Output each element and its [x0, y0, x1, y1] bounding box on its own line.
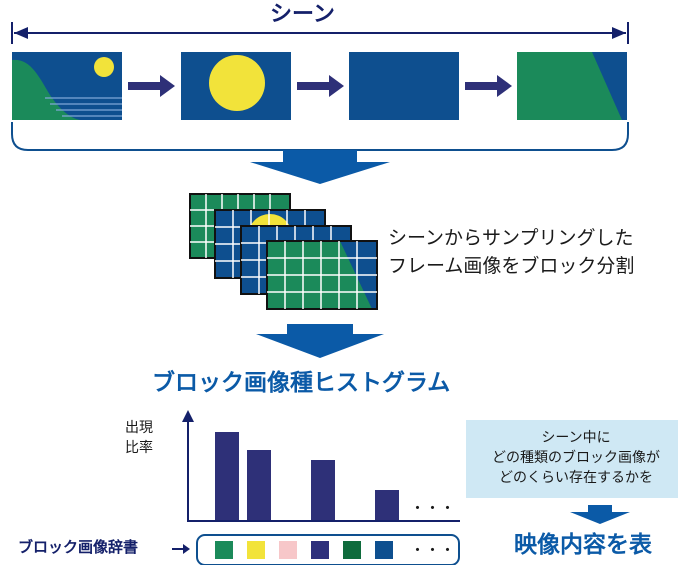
histogram-ellipsis: ・・・ [410, 499, 455, 517]
frame-3-thumbnail [349, 52, 459, 120]
sequence-arrow-3 [465, 75, 512, 97]
ylabel-line-2: 比率 [125, 440, 153, 456]
dictionary-swatches [215, 541, 393, 559]
sequence-arrow-1 [128, 75, 175, 97]
result-arrow [570, 505, 630, 524]
caption-line-2: フレーム画像をブロック分割 [388, 255, 635, 277]
scene-label: シーン [270, 2, 335, 27]
histogram-title: ブロック画像種ヒストグラム [152, 370, 451, 396]
info-box: シーン中に どの種類のブロック画像が どのくらい存在するかを [466, 420, 678, 498]
down-arrow-1 [250, 150, 390, 184]
histogram-bar-2 [247, 450, 271, 520]
info-line-2: どの種類のブロック画像が [492, 450, 660, 466]
scene-bracket [11, 122, 629, 151]
caption-line-1: シーンからサンプリングした [388, 227, 634, 249]
dictionary-swatch-4 [311, 541, 329, 559]
histogram-bar-4 [311, 460, 335, 520]
dictionary-swatch-3 [279, 541, 297, 559]
histogram-ylabel: 出現 比率 [125, 418, 185, 458]
dictionary-box [196, 534, 460, 565]
block-divided-frames [189, 193, 378, 310]
scene-span-arrow [11, 22, 629, 44]
frame-4-thumbnail [517, 52, 627, 120]
info-line-3: どのくらい存在するかを [499, 470, 653, 486]
histogram-axes [182, 410, 460, 522]
histogram-bar-6 [375, 490, 399, 520]
dictionary-swatch-1 [215, 541, 233, 559]
frame-2-thumbnail [181, 52, 291, 120]
dictionary-swatch-5 [343, 541, 361, 559]
dictionary-swatch-2 [247, 541, 265, 559]
sequence-arrow-2 [297, 75, 344, 97]
ylabel-line-1: 出現 [125, 420, 153, 436]
result-label: 映像内容を表 [514, 532, 652, 558]
dictionary-label: ブロック画像辞書 [18, 538, 139, 556]
down-arrow-2 [256, 324, 384, 358]
frame-1-thumbnail [12, 52, 122, 120]
histogram-bar-1 [215, 432, 239, 520]
dictionary-swatch-6 [375, 541, 393, 559]
histogram-bars [215, 432, 399, 520]
sampling-caption: シーンからサンプリングした フレーム画像をブロック分割 [388, 224, 678, 280]
info-line-1: シーン中に [541, 430, 611, 446]
dictionary-arrow [172, 544, 190, 554]
dictionary-ellipsis: ・・・ [410, 541, 455, 559]
